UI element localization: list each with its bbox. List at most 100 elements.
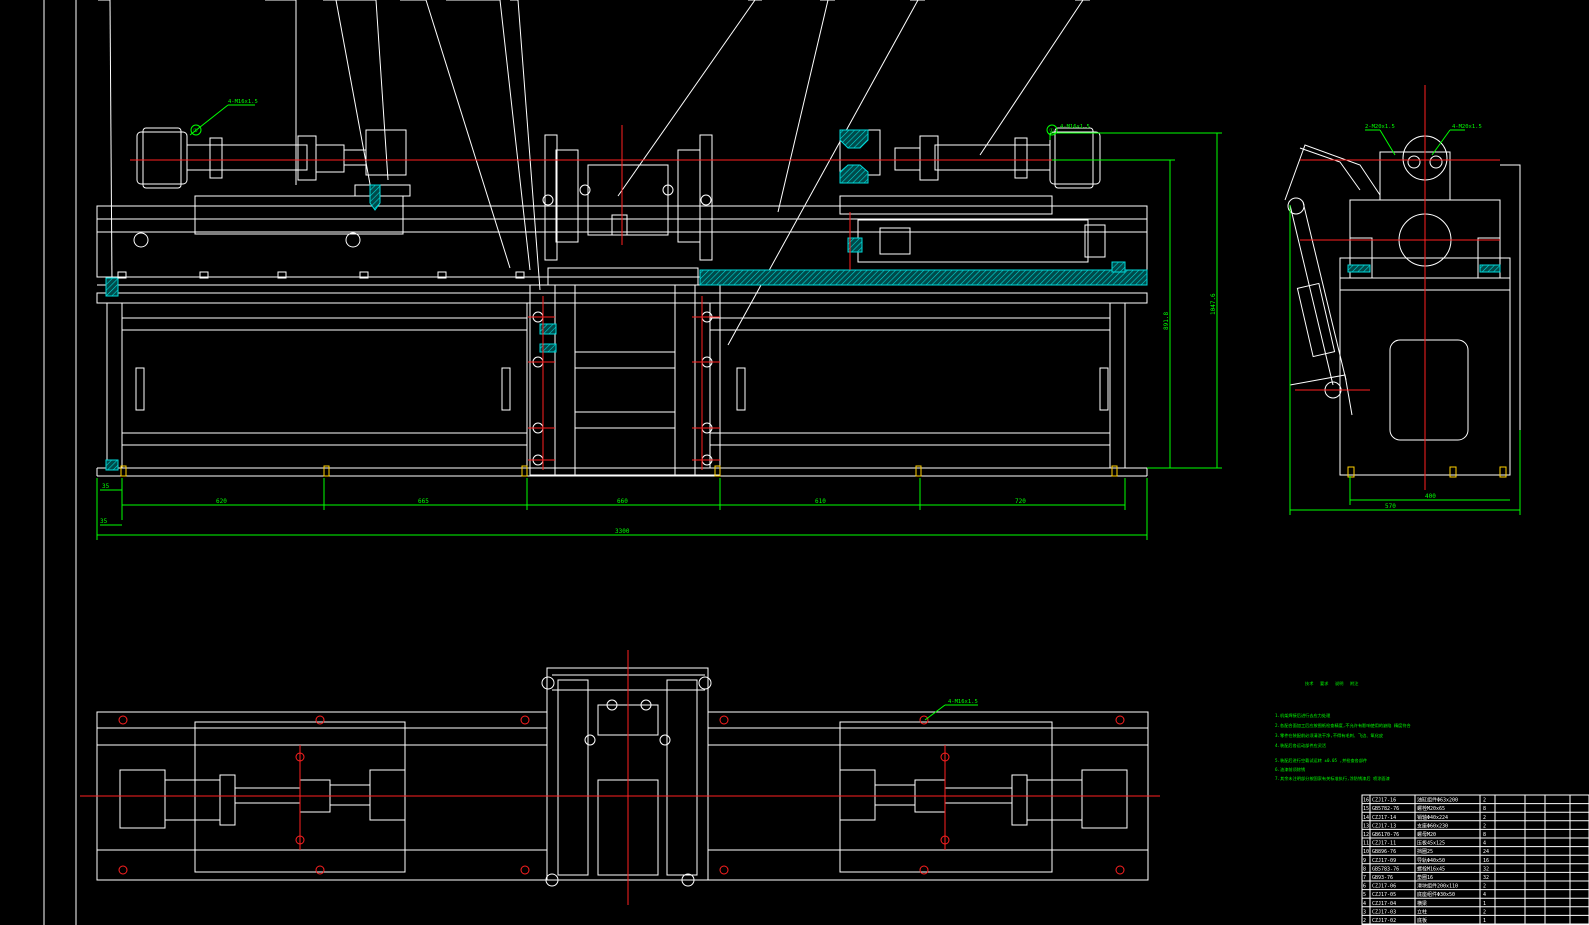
notes-heading: 技术 [1305,680,1314,687]
top-view[interactable]: 4-M16x1.5 [80,650,1160,905]
bom-cell-name: 垫圈16 [1417,874,1433,881]
bom-cell-qty: 1 [1483,918,1486,924]
bom-cell-code: CZJ17-03 [1372,909,1396,915]
dim-overall-label: 3300 [615,528,630,535]
note-line: 5.装配后进行空载试运转 ±0.05 ,并检查各部件 [1275,757,1367,764]
note-line: 3.零件在装配前必须清洗干净,不得有毛刺、飞边、氧化皮 [1275,732,1383,739]
notes-heading: 说明 [1335,680,1343,687]
bom-cell-qty: 32 [1483,866,1489,872]
bom-cell-code: CZJ17-16 [1372,798,1396,804]
bom-cell-no: 13 [1363,823,1369,829]
frame-handle [135,367,1109,411]
bom-cell-no: 14 [1363,815,1369,821]
bom-cell-qty: 24 [1483,849,1489,855]
bom-cell-no: 10 [1363,849,1369,855]
bom-cell-name: 螺栓M16x45 [1417,865,1445,872]
bom-cell-name: 螺栓M20x65 [1417,805,1445,812]
note-line: 6.油漆前须除锈 [1275,766,1306,773]
bom-cell-name: 横梁 [1417,900,1427,907]
dim-label: 570 [1385,503,1396,510]
bom-row[interactable]: 7 GB93-76 垫圈16 32 [1363,874,1489,881]
bom-cell-code: CZJ17-06 [1372,884,1396,890]
bom-cell-qty: 2 [1483,909,1486,915]
bom-cell-qty: 2 [1483,884,1486,890]
dim-label: 660 [617,498,628,505]
bom-cell-code: GB6170-76 [1372,832,1399,838]
bom-row[interactable]: 3 CZJ17-03 立柱 2 [1363,908,1486,915]
balloon-label: ① [1049,127,1054,134]
dim-height-label: 891.8 [1163,312,1170,330]
bom-cell-no: 6 [1363,884,1366,890]
bom-cell-code: GB5783-76 [1372,866,1399,872]
bom-cell-no: 9 [1363,858,1366,864]
bom-cell-qty: 4 [1483,892,1486,898]
front-dimensions [96,104,1222,540]
bom-cell-qty: 32 [1483,875,1489,881]
bom-cell-name: 挡圈25 [1417,848,1433,855]
note-line: 7.其余未注明部分按国家有关标准执行,涂防锈漆后 喷涂面漆 [1275,775,1390,782]
bom-cell-code: GB93-76 [1372,875,1393,881]
dim-label: 35 [100,518,108,525]
dim-height-label: 1047.6 [1210,293,1217,315]
drawing-border [43,0,77,925]
bom-cell-name: 油缸组件Φ63x200 [1417,797,1458,804]
bom-cell-code: GB896-76 [1372,849,1396,855]
hole-marker [118,715,1125,875]
bom-cell-no: 16 [1363,798,1369,804]
bom-row[interactable]: 4 CZJ17-04 横梁 1 [1363,900,1486,907]
dim-label: 720 [1015,498,1026,505]
thread-callout: 4-M16x1.5 [228,99,258,105]
bom-cell-no: 4 [1363,901,1366,907]
bom-cell-qty: 2 [1483,798,1486,804]
note-line: 2.各配合面加工后应按图纸检查精度,不允许有影响使用的缺陷 精度符合 [1275,722,1412,729]
bom-cell-name: 立柱 [1417,908,1427,915]
bom-cell-name: 销轴Φ40x224 [1417,814,1448,821]
part-leader-lines [98,0,1090,346]
bom-cell-qty: 8 [1483,806,1486,812]
bom-cell-no: 7 [1363,875,1366,881]
left-cylinder[interactable] [136,127,411,235]
bom-cell-name: 螺母M20 [1417,831,1436,838]
thread-callout: 4-M16x1.5 [1060,124,1090,130]
thread-callout: 2-M20x1.5 [1365,124,1395,130]
bolt-row [117,271,525,279]
bom-cell-qty: 2 [1483,815,1486,821]
bom-cell-no: 2 [1363,918,1366,924]
bom-cell-name: 压板45x125 [1417,840,1445,847]
bom-cell-code: CZJ17-05 [1372,892,1396,898]
front-view[interactable]: 620 665 660 610 720 3300 35 35 891.8 104… [96,99,1222,540]
side-view[interactable]: 570 400 2-M20x1.5 4-M20x1.5 [1284,85,1521,515]
bom-cell-qty: 4 [1483,841,1486,847]
thread-callout: 4-M20x1.5 [1452,124,1482,130]
bom-cell-qty: 8 [1483,832,1486,838]
note-line: 1.机架焊接后进行去应力处理 [1275,712,1331,719]
bom-cell-no: 12 [1363,832,1369,838]
dim-label: 665 [418,498,429,505]
bom-cell-code: CZJ17-02 [1372,918,1396,924]
bom-cell-no: 3 [1363,909,1366,915]
notes-heading: 要求 [1320,680,1329,687]
bom-cell-code: CZJ17-11 [1372,841,1396,847]
bom-cell-code: CZJ17-04 [1372,901,1396,907]
balloon-label: ① [193,127,198,134]
dim-label: 610 [815,498,826,505]
right-cylinder[interactable] [699,127,1148,286]
bom-cell-name: 导轨Φ40x50 [1417,857,1445,864]
bom-cell-qty: 1 [1483,901,1486,907]
bom-cell-code: CZJ17-14 [1372,815,1396,821]
notes-heading: 附注 [1350,680,1359,687]
